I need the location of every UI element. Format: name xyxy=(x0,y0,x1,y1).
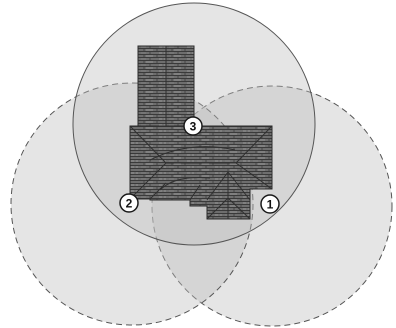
marker-3-circle xyxy=(183,116,203,136)
marker-1-circle xyxy=(260,194,280,214)
marker-3-label: 3 xyxy=(190,120,197,134)
house-roof-plan xyxy=(129,45,273,220)
roof-ridge-lines xyxy=(129,46,273,220)
marker-1-label: 1 xyxy=(267,198,274,212)
marker-2: 2 xyxy=(119,193,139,213)
marker-2-label: 2 xyxy=(126,197,133,211)
marker-3: 3 xyxy=(183,116,203,136)
marker-1: 1 xyxy=(260,194,280,214)
marker-2-circle xyxy=(119,193,139,213)
